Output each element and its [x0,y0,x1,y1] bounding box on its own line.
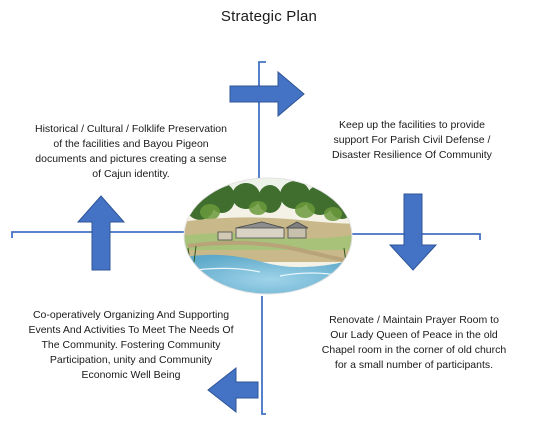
axis-bottom [261,296,266,415]
quadrant-text-line: support For Parish Civil Defense / [333,134,491,146]
axis-lines [11,61,481,415]
quadrant-bottom-left: Co-operatively Organizing And Supporting… [6,308,256,383]
quadrant-text-line: of the facilities and Bayou Pigeon [53,138,209,150]
axis-top [258,61,266,180]
axis-right [352,233,481,240]
quadrant-text-line: Disaster Resilience Of Community [332,149,492,161]
quadrant-text-line: The Community. Fostering Community [41,339,221,351]
quadrant-bottom-right: Renovate / Maintain Prayer Room to Our L… [292,313,536,373]
arrow-up-icon [76,195,126,271]
quadrant-text-line: for a small number of participants. [334,359,494,371]
quadrant-text-line: of Cajun identity. [92,168,170,180]
quadrant-text-line: Events And Activities To Meet The Needs … [28,324,234,336]
quadrant-text-line: Historical / Cultural / Folklife Preserv… [35,123,227,135]
quadrant-top-right: Keep up the facilities to provide suppor… [290,118,534,163]
quadrant-text-line: Renovate / Maintain Prayer Room to [329,314,499,326]
quadrant-text-line: Co-operatively Organizing And Supporting [32,309,230,321]
diagram-title: Strategic Plan [220,8,318,25]
quadrant-text-line: Participation, unity and Community [49,354,213,366]
quadrant-text-line: Our Lady Queen of Peace in the old [330,329,498,341]
quadrant-text-line: Keep up the facilities to provide [339,119,485,131]
arrow-right-icon [229,70,305,118]
quadrant-top-left: Historical / Cultural / Folklife Preserv… [6,122,256,182]
arrow-down-icon [388,193,438,271]
axis-left [11,231,184,238]
quadrant-text-line: Chapel room in the corner of old church [321,344,507,356]
quadrant-text-line: Economic Well Being [81,369,181,381]
quadrant-text-line: documents and pictures creating a sense [35,153,227,165]
bayou-landscape-image [183,177,353,295]
arrow-left-icon [207,366,259,414]
